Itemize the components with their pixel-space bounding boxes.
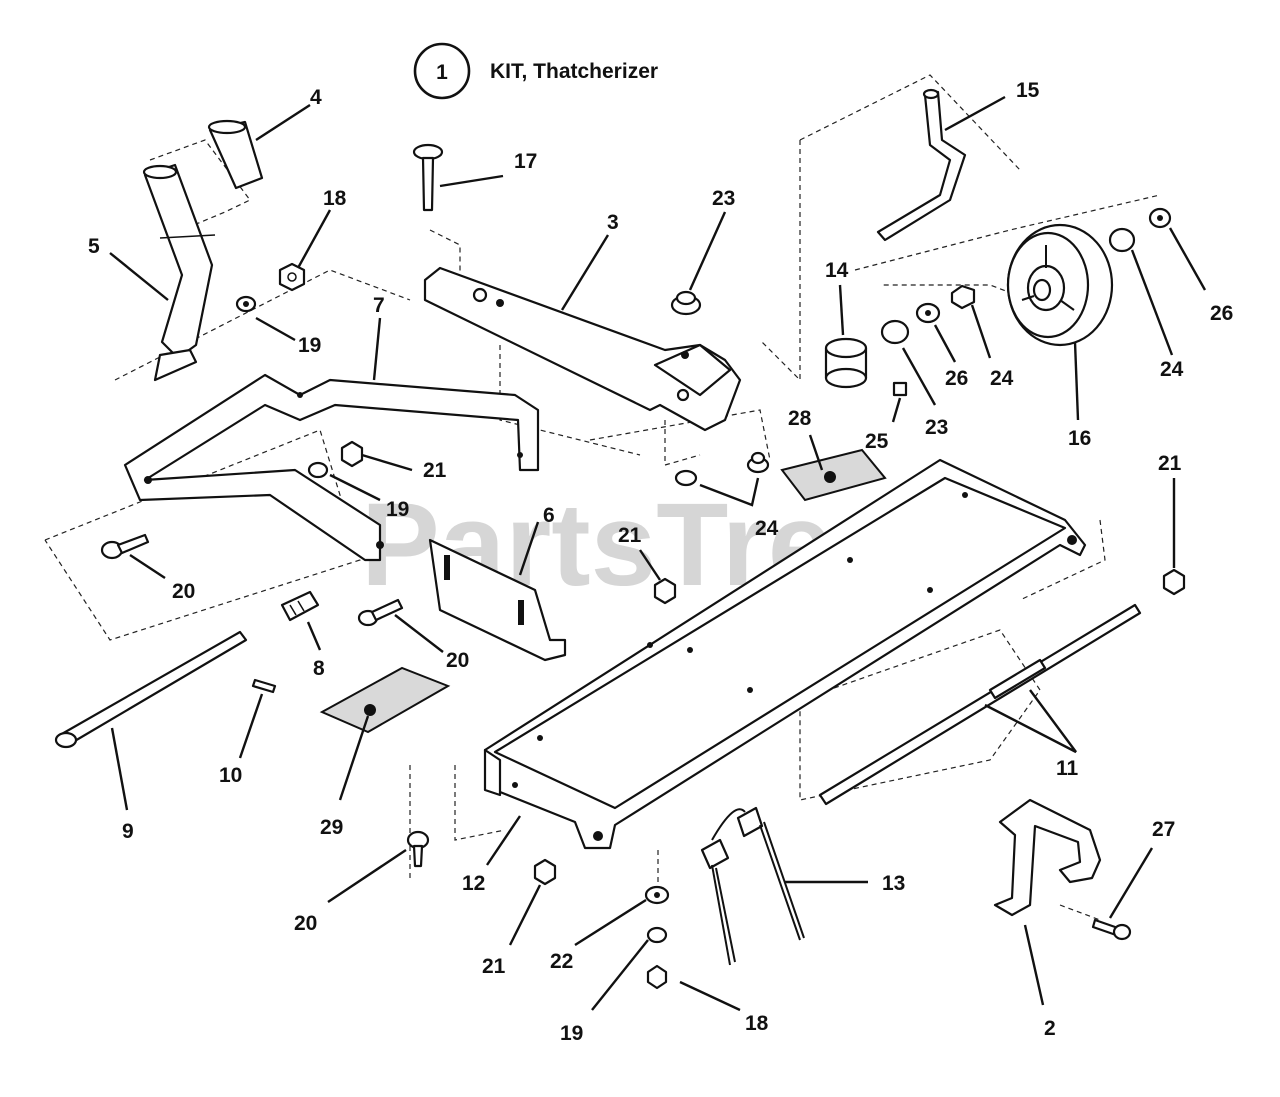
callout-5: 5: [88, 235, 100, 258]
callout-8: 8: [313, 657, 325, 680]
part-hardware-wheel-left: [880, 284, 976, 345]
part-bushing: [280, 590, 320, 622]
kit-circle: [413, 42, 471, 100]
part-wheel: [1006, 223, 1114, 347]
callout-20-mid: 20: [446, 649, 469, 672]
callout-14: 14: [825, 259, 849, 282]
callout-19-top: 19: [298, 334, 321, 357]
callout-labels: 4 5 18 19 7 21 19 20 17 3 23 14 15 23 26…: [88, 79, 1233, 1045]
part-bar: [423, 266, 742, 432]
callout-21-right: 21: [1158, 452, 1182, 475]
part-shaft: [54, 630, 248, 749]
part-washer-19-mid: [307, 461, 329, 479]
kit-header: 1 KIT, Thatcherizer: [413, 42, 658, 100]
callout-19-mid: 19: [386, 498, 409, 521]
kit-number: 1: [436, 61, 448, 84]
callout-25: 25: [865, 430, 889, 453]
kit-title: KIT, Thatcherizer: [490, 60, 658, 83]
part-decal-29: [319, 666, 451, 734]
callout-2: 2: [1044, 1017, 1056, 1040]
callout-4: 4: [310, 86, 322, 109]
callout-21-center: 21: [618, 524, 642, 547]
part-bracket: [993, 798, 1102, 917]
part-bolt-20-left: [100, 533, 150, 560]
part-setscrew: [892, 381, 908, 397]
callout-20-bottom: 20: [294, 912, 317, 935]
callout-26-right: 26: [1210, 302, 1233, 325]
callout-23-top: 23: [712, 187, 735, 210]
callout-10: 10: [219, 764, 242, 787]
part-bolt-20-mid: [357, 598, 404, 627]
leader-lines: [109, 95, 1207, 1012]
callout-3: 3: [607, 211, 619, 234]
part-axle-arm: [876, 88, 967, 242]
part-nut-18-top: [278, 262, 306, 292]
part-bracket-frame: [123, 373, 540, 562]
part-bolt-20-bottom: [406, 830, 430, 868]
callout-28: 28: [788, 407, 812, 430]
callout-29: 29: [320, 816, 343, 839]
callout-19-bottom: 19: [560, 1022, 583, 1045]
callout-24-right: 24: [1160, 358, 1184, 381]
callout-24-bar: 24: [755, 517, 779, 540]
part-hardware-wheel-right: [1108, 207, 1172, 253]
callout-22: 22: [550, 950, 573, 973]
part-nut-21-bottom: [533, 858, 557, 886]
part-screw-27: [1091, 918, 1132, 941]
part-decal-28: [780, 448, 887, 502]
part-main-channel: [483, 458, 1087, 850]
part-grip: [207, 119, 264, 190]
callout-13: 13: [882, 872, 905, 895]
callout-18-bottom: 18: [745, 1012, 769, 1035]
callout-9: 9: [122, 820, 134, 843]
part-bolt-17: [412, 143, 444, 212]
callout-16: 16: [1068, 427, 1091, 450]
part-nut-21-left: [340, 440, 364, 468]
part-hardware-stack: [644, 885, 670, 990]
assembly-guides: [44, 74, 1161, 921]
callout-12: 12: [462, 872, 485, 895]
callout-7: 7: [373, 294, 385, 317]
callout-21-bottom: 21: [482, 955, 506, 978]
part-threaded-rods: [818, 603, 1142, 806]
part-pin: [251, 678, 277, 694]
callout-20-left: 20: [172, 580, 195, 603]
part-nut-21-center: [653, 577, 677, 605]
callout-6: 6: [543, 504, 555, 527]
callout-27: 27: [1152, 818, 1175, 841]
part-nuts-24-bar: [674, 451, 770, 487]
callout-24-left: 24: [990, 367, 1014, 390]
part-nut-21-right: [1162, 568, 1186, 596]
part-torsion-springs: [700, 806, 805, 966]
callout-11: 11: [1056, 757, 1079, 780]
callout-23-right: 23: [925, 416, 948, 439]
callout-18-top: 18: [323, 187, 347, 210]
part-cap-23-top: [670, 290, 702, 316]
part-handle-lever: [142, 163, 216, 382]
callout-26-left: 26: [945, 367, 968, 390]
part-plate: [428, 538, 567, 662]
callout-21-left: 21: [423, 459, 447, 482]
callout-17: 17: [514, 150, 537, 173]
callout-15: 15: [1016, 79, 1040, 102]
part-spacer: [824, 337, 868, 389]
part-washer-19-top: [235, 295, 257, 313]
